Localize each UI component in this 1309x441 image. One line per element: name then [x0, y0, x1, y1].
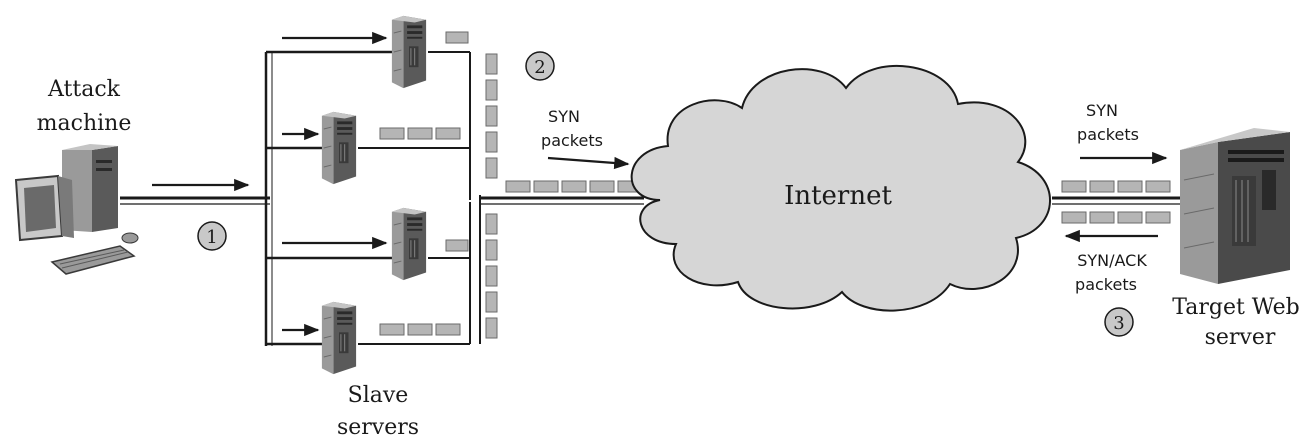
- vertical-packet-stack: [485, 53, 498, 339]
- syn-arrow-1: [547, 156, 630, 170]
- slave-server-3-icon: [391, 207, 427, 281]
- slave-server-1-icon: [391, 15, 427, 89]
- slave-server-4-icon: [321, 301, 357, 375]
- bus-to-internet: [479, 195, 644, 344]
- slave-bus: [264, 31, 400, 346]
- synack-label-line2: packets: [1075, 275, 1137, 294]
- syn-packets-label-2-line1: SYN: [1086, 101, 1118, 120]
- syn-packets-outbound: [505, 180, 643, 193]
- attack-machine-label-line1: Attack: [47, 77, 121, 102]
- internet-label: Internet: [784, 181, 892, 211]
- target-web-server-icon: [1180, 128, 1290, 284]
- step-3-badge: 3: [1104, 307, 1134, 337]
- step-2-badge: 2: [525, 51, 555, 81]
- syn-packets-label-1-line1: SYN: [548, 107, 580, 126]
- slave-outputs: [358, 51, 471, 345]
- internet-cloud: [630, 65, 1051, 312]
- step-1-badge: 1: [197, 221, 227, 251]
- step-3-number: 3: [1113, 313, 1124, 334]
- step-1-number: 1: [206, 227, 217, 248]
- syn-packets-label-2-line2: packets: [1077, 125, 1139, 144]
- attack-link: [120, 178, 270, 205]
- slave-server-2-icon: [321, 111, 357, 185]
- target-server-label-line1: Target Web: [1172, 295, 1299, 320]
- syn-packets-label-1-line2: packets: [541, 131, 603, 150]
- step-2-number: 2: [534, 57, 545, 78]
- link-to-target: [1052, 196, 1184, 205]
- attack-machine-label-line2: machine: [37, 111, 132, 136]
- slave-servers-label-line2: servers: [337, 415, 419, 440]
- syn-packets-inbound: [1061, 180, 1171, 193]
- synack-packets: [1061, 211, 1171, 224]
- synack-label-line1: SYN/ACK: [1077, 251, 1147, 270]
- attack-machine-icon: [14, 144, 139, 275]
- target-server-label-line2: server: [1205, 325, 1276, 350]
- slave-servers-label-line1: Slave: [348, 383, 409, 408]
- slave-packets: [379, 31, 469, 336]
